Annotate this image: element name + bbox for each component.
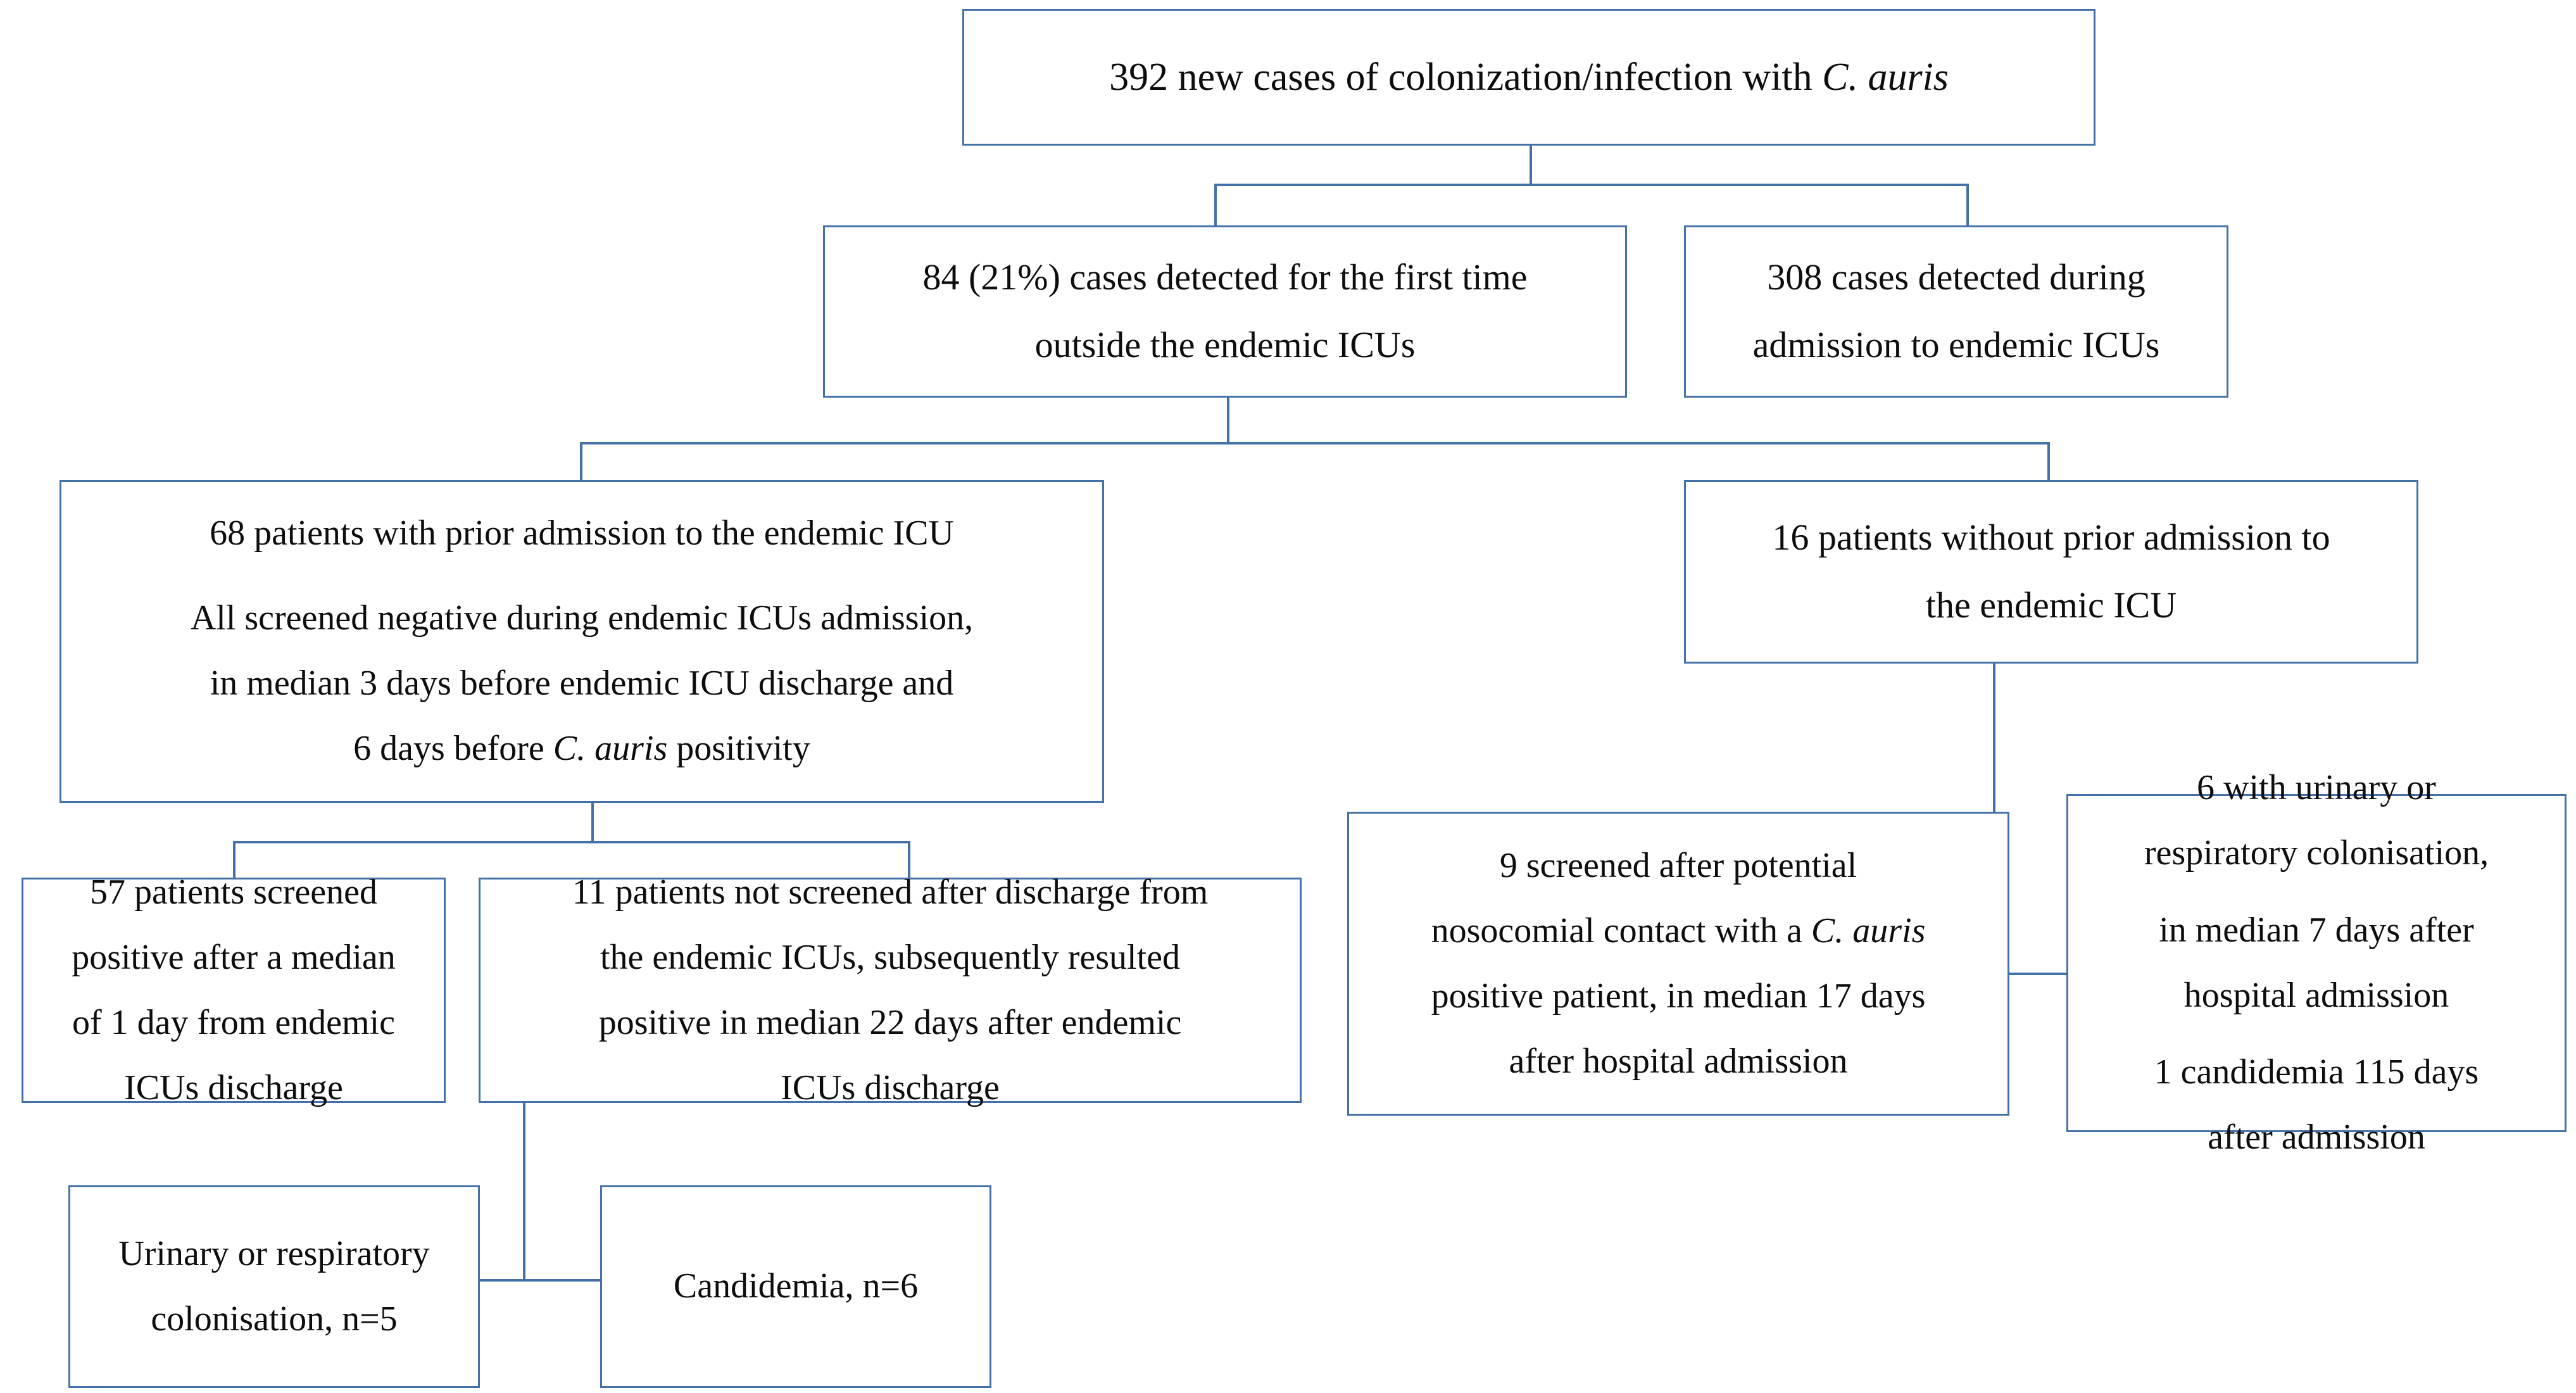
node-not-screened-after-discharge: 11 patients not screened after discharge…: [479, 873, 1302, 1107]
node-detected-during-endemic-icu-admission: 308 cases detected during admission to e…: [1684, 225, 2228, 398]
connector-split-bar-row4-right: [1959, 973, 2066, 975]
screened-positive-line-1: 57 patients screened: [89, 872, 378, 912]
not-screened-line-3: positive in median 22 days after endemic: [598, 1002, 1182, 1042]
connector-bottom-pair-bar: [479, 1279, 605, 1282]
urinary6-line-4: hospital admission: [2183, 975, 2449, 1015]
connector-to-no-prior-admission: [2047, 442, 2050, 481]
prior-admission-line-1: All screened negative during endemic ICU…: [190, 598, 974, 638]
not-screened-line-4: ICUs discharge: [781, 1068, 1000, 1107]
during-icu-line-1: 308 cases detected during: [1767, 256, 2146, 298]
nosocomial-line-4: after hospital admission: [1509, 1041, 1848, 1081]
node-urinary-or-respiratory-colonisation-5: Urinary or respiratory colonisation, n=5: [68, 1185, 480, 1388]
node-patients-without-prior-icu-admission: 16 patients without prior admission to t…: [1684, 480, 2418, 664]
no-prior-admission-line-1: 16 patients without prior admission to: [1772, 517, 2330, 558]
connector-total-to-split: [1530, 146, 1532, 185]
urinary6-line-1: 6 with urinary or: [2197, 768, 2436, 808]
connector-to-not-screened: [908, 841, 910, 878]
prior-admission-line-3: 6 days before C. auris positivity: [353, 729, 810, 769]
urinary6-line-6: after admission: [2208, 1118, 2425, 1157]
during-icu-line-2: admission to endemic ICUs: [1752, 324, 2160, 366]
urinary6-line-3: in median 7 days after: [2159, 910, 2474, 950]
node-screened-after-nosocomial-contact: 9 screened after potential nosocomial co…: [1347, 812, 2009, 1116]
connector-to-outside-icu: [1214, 184, 1217, 227]
connector-prior-to-split: [591, 803, 594, 843]
candidemia6-text: Candidemia, n=6: [673, 1266, 919, 1306]
node-detected-outside-endemic-icus: 84 (21%) cases detected for the first ti…: [823, 225, 1627, 398]
nosocomial-line-1: 9 screened after potential: [1499, 845, 1857, 885]
urinary5-line-1: Urinary or respiratory: [118, 1233, 430, 1273]
outside-icu-line-2: outside the endemic ICUs: [1034, 324, 1416, 366]
not-screened-line-2: the endemic ICUs, subsequently resulted: [600, 937, 1180, 977]
connector-to-prior-admission: [580, 442, 582, 481]
screened-positive-line-4: ICUs discharge: [124, 1068, 343, 1107]
no-prior-admission-line-2: the endemic ICU: [1925, 584, 2177, 626]
connector-to-during-icu: [1966, 184, 1969, 227]
urinary6-line-2: respiratory colonisation,: [2144, 833, 2489, 873]
connector-to-screened-positive: [233, 841, 236, 881]
node-screened-positive-after-discharge: 57 patients screened positive after a me…: [22, 873, 446, 1107]
node-patients-with-prior-icu-admission: 68 patients with prior admission to the …: [60, 480, 1104, 803]
outside-icu-line-1: 84 (21%) cases detected for the first ti…: [922, 256, 1528, 298]
not-screened-line-1: 11 patients not screened after discharge…: [572, 872, 1209, 912]
urinary5-line-2: colonisation, n=5: [151, 1299, 398, 1339]
node-total-cases: 392 new cases of colonization/infection …: [962, 9, 2095, 146]
nosocomial-line-3: positive patient, in median 17 days: [1431, 976, 1926, 1016]
prior-admission-heading: 68 patients with prior admission to the …: [210, 514, 954, 553]
node-urinary-or-respiratory-colonisation-6: 6 with urinary or respiratory colonisati…: [2066, 768, 2567, 1157]
connector-split-bar-row3: [580, 442, 2050, 444]
prior-admission-line-2: in median 3 days before endemic ICU disc…: [210, 664, 954, 703]
screened-positive-line-3: of 1 day from endemic: [72, 1002, 396, 1042]
nosocomial-line-2: nosocomial contact with a C. auris: [1431, 911, 1926, 950]
connector-split-bar-row2: [1214, 184, 1969, 186]
screened-positive-line-2: positive after a median: [72, 937, 396, 977]
connector-outside-to-split: [1227, 398, 1229, 443]
total-cases-text: 392 new cases of colonization/infection …: [1109, 55, 1949, 99]
node-candidemia-6: Candidemia, n=6: [600, 1185, 991, 1388]
connector-split-bar-row4-left: [233, 841, 910, 843]
urinary6-line-5: 1 candidemia 115 days: [2154, 1052, 2479, 1092]
connector-not-screened-to-bottom: [523, 1103, 525, 1280]
